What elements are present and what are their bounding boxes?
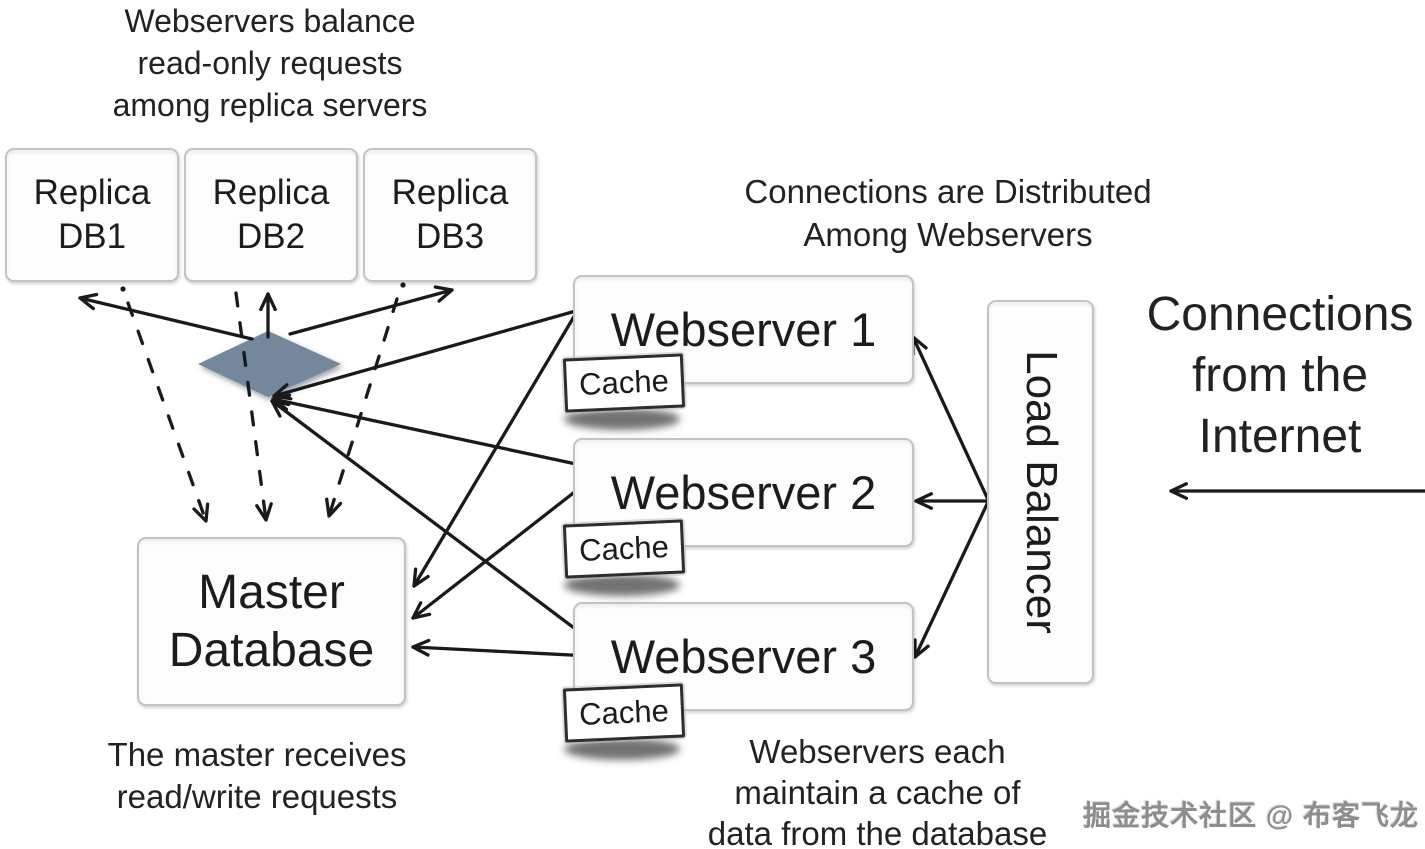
annotation-line: Connections [1146, 288, 1414, 341]
cache-label: Cache [578, 363, 670, 402]
arrow-diamond-to-replica-db1 [78, 296, 254, 341]
node-label: DB3 [415, 217, 485, 256]
node-replica-db3: Replica DB3 [363, 148, 537, 282]
node-label: Replica [212, 173, 330, 212]
node-load-balancer: Load Balancer [987, 300, 1094, 684]
arrowhead [255, 502, 273, 522]
arrowhead [433, 285, 454, 303]
annotation-line: read-only requests [137, 45, 403, 81]
node-label: Database [168, 623, 375, 677]
read-balance-diamond [198, 331, 341, 397]
arrowhead [272, 383, 293, 401]
node-webserver-3: Webserver 3 [573, 602, 914, 711]
cache-box: Cache [562, 683, 686, 743]
node-label: Replica [391, 173, 509, 212]
annotation-line: Webservers balance [124, 3, 416, 39]
node-master-database: Master Database [137, 537, 406, 706]
arrowhead [412, 567, 430, 588]
arrowhead [913, 638, 930, 659]
node-label: Webserver 2 [610, 466, 877, 519]
node-label: Webserver 3 [610, 630, 877, 683]
node-webserver-2: Webserver 2 [573, 438, 914, 547]
cache-webserver-1: Cache [560, 353, 696, 434]
annotation-line: Connections are Distributed [744, 173, 1152, 210]
cache-shadow [564, 408, 680, 430]
annotation-line: read/write requests [116, 778, 398, 815]
annotation-distribution: Connections are Distributed Among Webser… [723, 170, 1173, 256]
cache-label: Cache [578, 693, 670, 732]
node-label: Webserver 1 [610, 303, 877, 356]
cache-box: Cache [562, 353, 686, 413]
node-label: Master [198, 565, 345, 619]
arrowhead [271, 393, 292, 411]
node-label: DB2 [236, 217, 306, 256]
cache-shadow [564, 574, 680, 596]
arrow-loadbalancer-to-webserver3 [913, 483, 998, 659]
annotation-line: Webservers each [749, 733, 1006, 770]
arrowhead [325, 497, 343, 518]
arrow-loadbalancer-to-webserver1 [911, 335, 998, 519]
cache-shadow [564, 738, 680, 760]
cache-label: Cache [578, 529, 670, 568]
arrow-webserver3-to-master [411, 645, 592, 658]
arrowhead [259, 292, 277, 312]
cache-box: Cache [562, 519, 686, 579]
annotation-line: The master receives [107, 736, 407, 773]
annotation-line: among replica servers [112, 87, 428, 123]
arrowhead [192, 502, 210, 523]
node-label: Replica [33, 173, 151, 212]
node-replica-db1: Replica DB1 [5, 148, 179, 282]
annotation-line: data from the database [707, 815, 1048, 849]
annotation-read-balancing: Webservers balance read-only requests am… [55, 0, 485, 126]
dash-dot [400, 282, 406, 288]
dashed-arrow-replica-db2-to-master [234, 291, 268, 522]
arrowhead [411, 601, 432, 620]
arrowhead [914, 492, 934, 510]
annotation-line: Among Webservers [803, 216, 1093, 253]
node-replica-db2: Replica DB2 [184, 148, 358, 282]
dashed-arrow-replica-db3-to-master [327, 297, 399, 518]
annotation-line: maintain a cache of [734, 774, 1021, 811]
arrowhead [1169, 482, 1189, 500]
arrow-webserver1-to-master [412, 291, 590, 588]
dash-dot [120, 286, 126, 292]
dashed-arrow-replica-db1-to-master [126, 301, 208, 523]
cache-webserver-3: Cache [560, 683, 696, 764]
node-label: Load Balancer [1016, 350, 1066, 634]
watermark-text: 掘金技术社区 @ 布客飞龙 [1083, 800, 1419, 831]
arrowhead [270, 399, 291, 418]
annotation-master: The master receives read/write requests [77, 734, 437, 818]
annotation-line: from the [1191, 349, 1369, 402]
node-webserver-1: Webserver 1 [573, 275, 914, 384]
arrow-webserver2-to-diamond [271, 397, 592, 469]
arrow-diamond-to-replica-db3 [288, 288, 454, 336]
arrow-webserver1-to-diamond [272, 305, 592, 398]
cache-webserver-2: Cache [560, 519, 696, 600]
annotation-cache: Webservers each maintain a cache of data… [650, 731, 1105, 849]
annotation-line: Internet [1198, 410, 1362, 463]
annotation-internet: Connections from the Internet [1105, 284, 1425, 467]
node-label: DB1 [57, 217, 127, 256]
arrowhead [411, 638, 431, 657]
arrow-webserver3-to-diamond [270, 399, 592, 642]
arrowhead [78, 292, 99, 311]
arrow-webserver2-to-master [411, 478, 592, 620]
